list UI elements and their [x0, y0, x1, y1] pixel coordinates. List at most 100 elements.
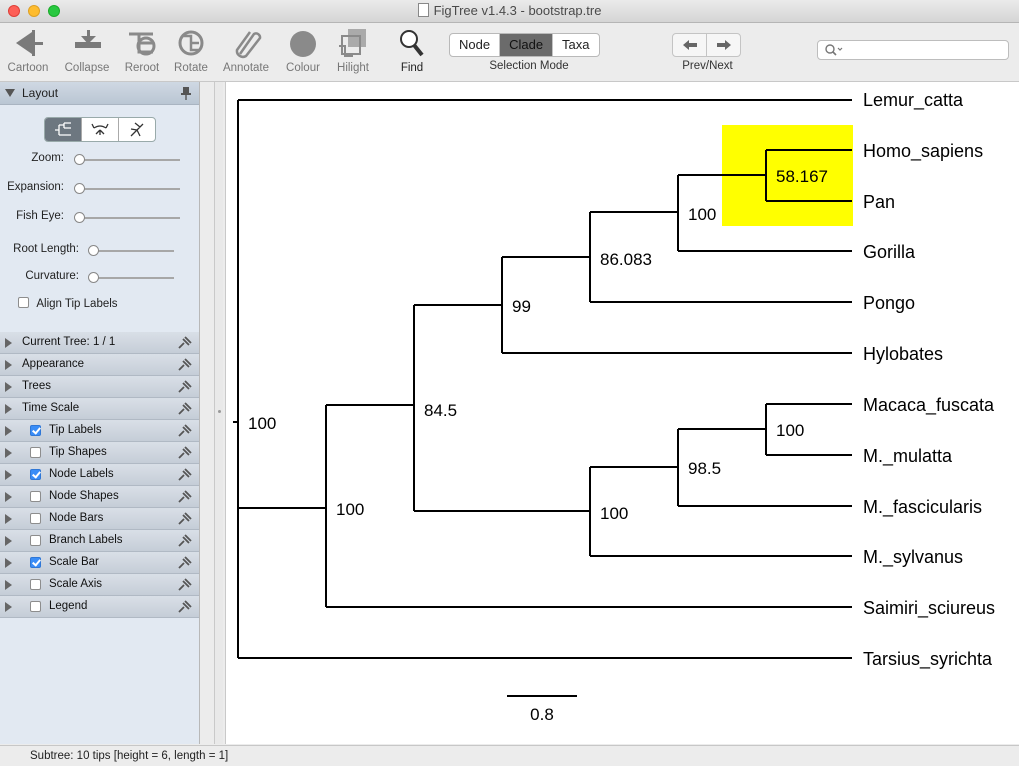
expansion-knob[interactable]	[74, 183, 85, 194]
curvature-knob[interactable]	[88, 272, 99, 283]
tree-canvas[interactable]: Lemur_catta Homo_sapiens Pan Gorilla Pon…	[225, 82, 1019, 744]
rectangular-layout-button[interactable]	[45, 118, 82, 141]
search-field[interactable]	[817, 40, 1009, 60]
expansion-slider[interactable]: Expansion:	[0, 181, 182, 197]
tip-label[interactable]: Tarsius_syrichta	[863, 649, 993, 670]
section-node-bars[interactable]: Node Bars	[0, 508, 199, 530]
next-button[interactable]	[707, 34, 740, 56]
curvature-slider[interactable]: Curvature:	[0, 270, 182, 286]
node-labels-checkbox[interactable]	[30, 469, 41, 480]
reroot-button[interactable]: Reroot	[112, 25, 172, 74]
zoom-slider[interactable]: Zoom:	[0, 152, 182, 168]
selection-mode-control: Node Clade Taxa	[449, 33, 600, 57]
close-window-button[interactable]	[8, 5, 20, 17]
section-label: Tip Labels	[49, 424, 102, 436]
cartoon-icon	[0, 25, 58, 61]
root-length-knob[interactable]	[88, 245, 99, 256]
pin-icon[interactable]	[177, 357, 193, 371]
layout-panel-header[interactable]: Layout	[0, 82, 199, 105]
pin-icon[interactable]	[177, 533, 193, 547]
section-node-shapes[interactable]: Node Shapes	[0, 486, 199, 508]
tip-label[interactable]: Hylobates	[863, 344, 943, 364]
pin-icon[interactable]	[177, 423, 193, 437]
pin-icon[interactable]	[177, 401, 193, 415]
colour-button[interactable]: Colour	[273, 25, 333, 74]
collapse-button[interactable]: Collapse	[57, 25, 117, 74]
node-label: 84.5	[424, 401, 457, 420]
annotate-button[interactable]: Annotate	[216, 25, 276, 74]
fish-eye-knob[interactable]	[74, 212, 85, 223]
section-trees[interactable]: Trees	[0, 376, 199, 398]
scale-bar-checkbox[interactable]	[30, 557, 41, 568]
node-bars-checkbox[interactable]	[30, 513, 41, 524]
pin-icon[interactable]	[177, 577, 193, 591]
pin-icon[interactable]	[177, 555, 193, 569]
pin-icon[interactable]	[177, 511, 193, 525]
pin-icon[interactable]	[177, 467, 193, 481]
section-tip-shapes[interactable]: Tip Shapes	[0, 442, 199, 464]
tip-label[interactable]: Macaca_fuscata	[863, 395, 995, 416]
fish-eye-slider[interactable]: Fish Eye:	[0, 210, 182, 226]
selection-mode-clade[interactable]: Clade	[500, 34, 554, 56]
pin-icon[interactable]	[177, 335, 193, 349]
tip-label[interactable]: M._sylvanus	[863, 547, 963, 568]
section-branch-labels[interactable]: Branch Labels	[0, 530, 199, 552]
colour-label: Colour	[286, 62, 320, 74]
section-time-scale[interactable]: Time Scale	[0, 398, 199, 420]
disclosure-closed-icon	[5, 602, 12, 612]
fish-eye-track	[78, 217, 180, 219]
rotate-button[interactable]: Rotate	[161, 25, 221, 74]
tip-labels-checkbox[interactable]	[30, 425, 41, 436]
align-tip-labels-label: Align Tip Labels	[36, 298, 118, 310]
split-pane-divider[interactable]	[214, 82, 223, 744]
section-scale-axis[interactable]: Scale Axis	[0, 574, 199, 596]
tip-shapes-checkbox[interactable]	[30, 447, 41, 458]
zoom-knob[interactable]	[74, 154, 85, 165]
root-length-slider[interactable]: Root Length:	[0, 243, 182, 259]
tip-label[interactable]: Pongo	[863, 293, 915, 313]
section-appearance[interactable]: Appearance	[0, 354, 199, 376]
selection-mode-taxa[interactable]: Taxa	[562, 37, 590, 52]
find-button[interactable]: Find	[382, 25, 442, 74]
cartoon-label: Cartoon	[7, 62, 49, 74]
section-scale-bar[interactable]: Scale Bar	[0, 552, 199, 574]
pin-icon[interactable]	[177, 489, 193, 503]
tip-label[interactable]: Lemur_catta	[863, 90, 964, 111]
polar-layout-button[interactable]	[82, 118, 119, 141]
branch-labels-checkbox[interactable]	[30, 535, 41, 546]
section-label: Tip Shapes	[49, 446, 107, 458]
section-node-labels[interactable]: Node Labels	[0, 464, 199, 486]
selection-mode-node[interactable]: Node	[450, 34, 501, 56]
node-shapes-checkbox[interactable]	[30, 491, 41, 502]
legend-checkbox[interactable]	[30, 601, 41, 612]
section-tip-labels[interactable]: Tip Labels	[0, 420, 199, 442]
cartoon-button[interactable]: Cartoon	[0, 25, 58, 74]
align-tip-labels-option[interactable]: Align Tip Labels	[18, 296, 118, 310]
section-current-tree[interactable]: Current Tree: 1 / 1	[0, 332, 199, 354]
hilight-button[interactable]: Hilight	[323, 25, 383, 74]
align-tip-labels-checkbox[interactable]	[18, 297, 29, 308]
maximize-window-button[interactable]	[48, 5, 60, 17]
radial-tree-icon	[130, 122, 144, 137]
prev-button[interactable]	[673, 34, 707, 56]
pin-icon[interactable]	[177, 445, 193, 459]
zoom-label: Zoom:	[31, 152, 64, 164]
tip-label[interactable]: M._mulatta	[863, 446, 953, 467]
divider-grip[interactable]	[218, 410, 221, 413]
disclosure-closed-icon	[5, 360, 12, 370]
pin-icon[interactable]	[180, 86, 192, 100]
find-icon	[382, 25, 442, 61]
tip-label[interactable]: Saimiri_sciureus	[863, 598, 995, 619]
minimize-window-button[interactable]	[28, 5, 40, 17]
tip-label[interactable]: Gorilla	[863, 242, 916, 262]
node-label: 58.167	[776, 167, 828, 186]
radial-layout-button[interactable]	[119, 118, 155, 141]
tip-label[interactable]: Pan	[863, 192, 895, 212]
tip-label[interactable]: Homo_sapiens	[863, 141, 983, 162]
pin-icon[interactable]	[177, 599, 193, 613]
pin-icon[interactable]	[177, 379, 193, 393]
tip-label[interactable]: M._fascicularis	[863, 497, 982, 518]
scale-axis-checkbox[interactable]	[30, 579, 41, 590]
disclosure-closed-icon	[5, 404, 12, 414]
section-legend[interactable]: Legend	[0, 596, 199, 618]
